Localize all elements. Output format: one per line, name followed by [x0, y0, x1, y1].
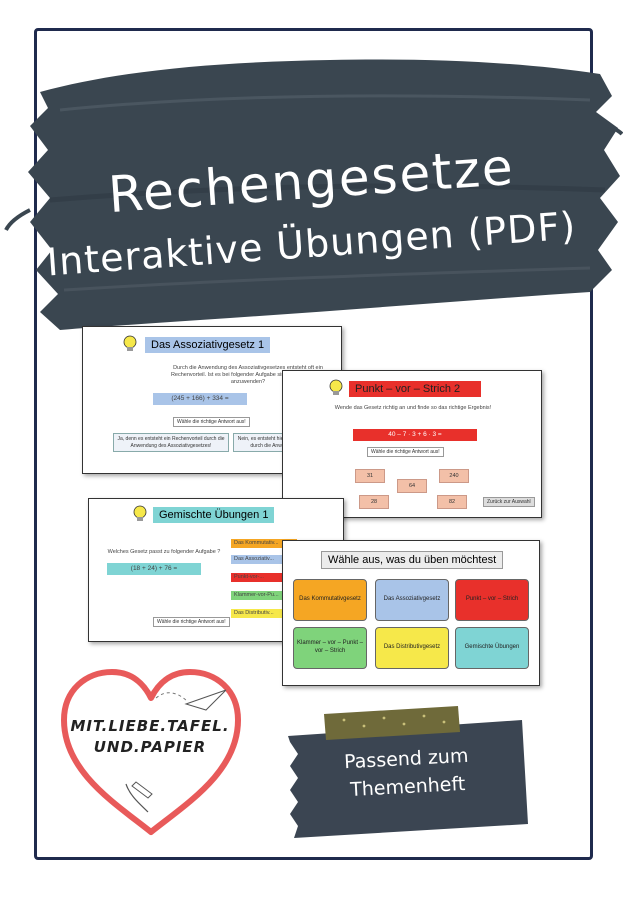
option-klammer[interactable]: Klammer-vor-Pu... — [231, 591, 297, 600]
task-box: 40 – 7 · 3 + 6 · 3 = — [353, 429, 477, 442]
slide-heading: Wähle aus, was du üben möchtest — [321, 551, 504, 569]
heart-logo — [61, 669, 241, 835]
page-border — [34, 28, 593, 860]
slide-auswahl-menu: Wähle aus, was du üben möchtest Das Komm… — [282, 540, 540, 686]
slide-heading: Gemischte Übungen 1 — [153, 507, 275, 523]
lightbulb-icon — [133, 505, 147, 521]
slide-text: Durch die Anwendung des Assoziativgesetz… — [170, 365, 326, 385]
menu-klammer-vor-punkt[interactable]: Klammer – vor – Punkt – vor – Strich — [293, 627, 367, 669]
prompt-button[interactable]: Wähle die richtige Antwort aus! — [367, 447, 444, 457]
slide-text: Welches Gesetz passt zu folgender Aufgab… — [107, 549, 221, 555]
lightbulb-icon — [123, 335, 137, 351]
menu-kommutativgesetz[interactable]: Das Kommutativgesetz — [293, 579, 367, 621]
brand-logo-text: MIT.LIEBE.TAFEL. UND.PAPIER — [60, 716, 240, 758]
slide-heading: Das Assoziativgesetz 1 — [145, 337, 271, 353]
slide-assoziativgesetz: Das Assoziativgesetz 1 Durch die Anwendu… — [82, 326, 342, 474]
answer-option-a[interactable]: Ja, denn es entsteht ein Rechenvorteil d… — [113, 433, 229, 452]
answer-option[interactable]: 64 — [397, 479, 427, 493]
back-button[interactable]: Zurück zur Auswahl — [483, 497, 535, 507]
option-assoziativ[interactable]: Das Assoziativ... — [231, 555, 297, 564]
brush-stroke-background — [4, 59, 623, 331]
task-box: (245 + 166) + 334 = — [153, 393, 247, 406]
option-kommutativ[interactable]: Das Kommutativ... — [231, 539, 297, 548]
menu-gemischte-uebungen[interactable]: Gemischte Übungen — [455, 627, 529, 669]
slide-punkt-vor-strich: Punkt – vor – Strich 2 Wende das Gesetz … — [282, 370, 542, 518]
prompt-button[interactable]: Wähle die richtige Antwort aus! — [173, 417, 250, 427]
slide-heading: Punkt – vor – Strich 2 — [349, 381, 481, 397]
badge-text: Passend zum Themenheft — [311, 740, 504, 806]
answer-option[interactable]: 240 — [439, 469, 469, 483]
answer-option[interactable]: 28 — [359, 495, 389, 509]
brand-line-1: MIT.LIEBE.TAFEL. — [70, 717, 230, 735]
answer-option[interactable]: 82 — [437, 495, 467, 509]
slide-gemischte-uebungen: Gemischte Übungen 1 Welches Gesetz passt… — [88, 498, 344, 642]
lightbulb-icon — [329, 379, 343, 395]
brand-line-2: UND.PAPIER — [93, 738, 207, 756]
answer-option[interactable]: 31 — [355, 469, 385, 483]
option-distributiv[interactable]: Das Distributiv... — [231, 609, 297, 618]
menu-punkt-vor-strich[interactable]: Punkt – vor – Strich — [455, 579, 529, 621]
task-box: (18 + 24) + 76 = — [107, 563, 201, 576]
slide-text: Wende das Gesetz richtig an und finde so… — [334, 405, 492, 411]
tape-badge — [288, 706, 528, 838]
menu-assoziativgesetz[interactable]: Das Assoziativgesetz — [375, 579, 449, 621]
option-punkt-vor-strich[interactable]: Punkt-vor-... — [231, 573, 297, 582]
menu-distributivgesetz[interactable]: Das Distributivgesetz — [375, 627, 449, 669]
prompt-button[interactable]: Wähle die richtige Antwort aus! — [153, 617, 230, 627]
